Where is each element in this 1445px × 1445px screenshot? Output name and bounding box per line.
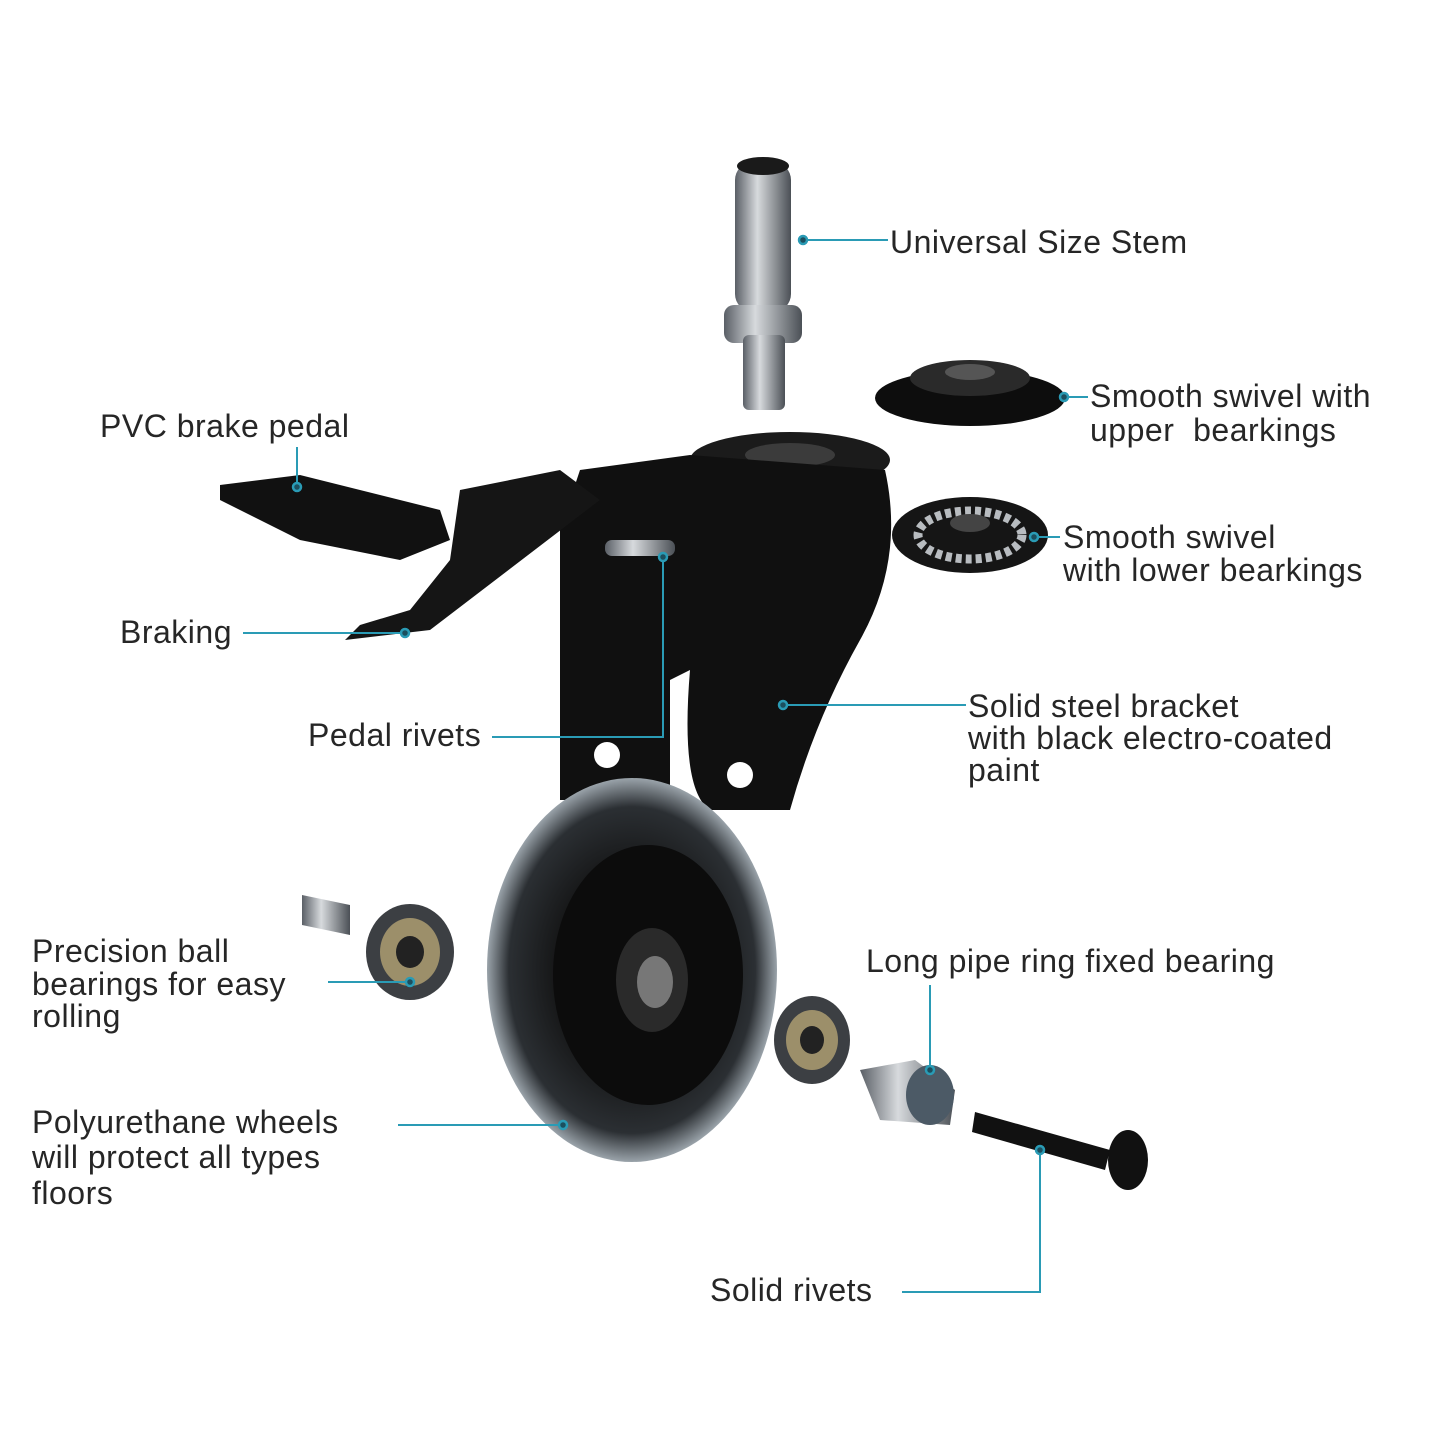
label-wheels-1: Polyurethane wheels	[32, 1104, 339, 1140]
leader-dot	[1034, 1144, 1046, 1156]
upper-swivel-part	[875, 360, 1065, 426]
label-wheels-2: will protect all types	[31, 1139, 320, 1175]
right-bearing-part	[774, 996, 850, 1084]
label-pedal-rivets: Pedal rivets	[308, 717, 481, 753]
leader-dot	[1058, 391, 1070, 403]
left-bearing-part	[302, 895, 454, 1000]
label-solid-rivets: Solid rivets	[710, 1272, 873, 1308]
leader-dot	[291, 481, 303, 493]
label-ball-bearings-1: Precision ball	[32, 933, 229, 969]
label-lower-swivel-1: Smooth swivel	[1063, 519, 1276, 555]
label-bracket-1: Solid steel bracket	[968, 688, 1239, 724]
label-pipe-ring: Long pipe ring fixed bearing	[866, 943, 1275, 979]
label-brake-pedal: PVC brake pedal	[100, 408, 349, 444]
leader-pedal-rivets	[492, 557, 664, 738]
leader-dot	[404, 976, 416, 988]
lower-swivel-part	[892, 497, 1048, 573]
leader-dot	[657, 551, 669, 563]
leader-dot	[797, 234, 809, 246]
label-upper-swivel-1: Smooth swivel with	[1090, 378, 1371, 414]
leader-dot	[399, 627, 411, 639]
label-lower-swivel-2: with lower bearkings	[1062, 552, 1363, 588]
leader-solid-rivets	[902, 1150, 1041, 1293]
bracket-part	[560, 432, 892, 810]
label-stem: Universal Size Stem	[890, 224, 1188, 260]
label-ball-bearings-2: bearings for easy	[32, 966, 286, 1002]
label-wheels-3: floors	[32, 1175, 113, 1211]
labels: Universal Size Stem Smooth swivel with u…	[31, 224, 1371, 1308]
leader-dot	[557, 1119, 569, 1131]
label-upper-swivel-2: upper bearkings	[1090, 412, 1336, 448]
leader-dot	[924, 1064, 936, 1076]
pipe-ring-part	[860, 1060, 955, 1125]
label-ball-bearings-3: rolling	[32, 998, 121, 1034]
leader-dot	[1028, 531, 1040, 543]
label-bracket-3: paint	[968, 752, 1040, 788]
wheel-part	[487, 778, 777, 1162]
solid-rivet-part	[972, 1112, 1148, 1190]
stem-part	[724, 157, 802, 410]
label-bracket-2: with black electro-coated	[967, 720, 1333, 756]
leader-lines	[243, 234, 1088, 1293]
leader-dot	[777, 699, 789, 711]
brake-pedal-part	[220, 470, 675, 640]
label-braking: Braking	[120, 614, 232, 650]
